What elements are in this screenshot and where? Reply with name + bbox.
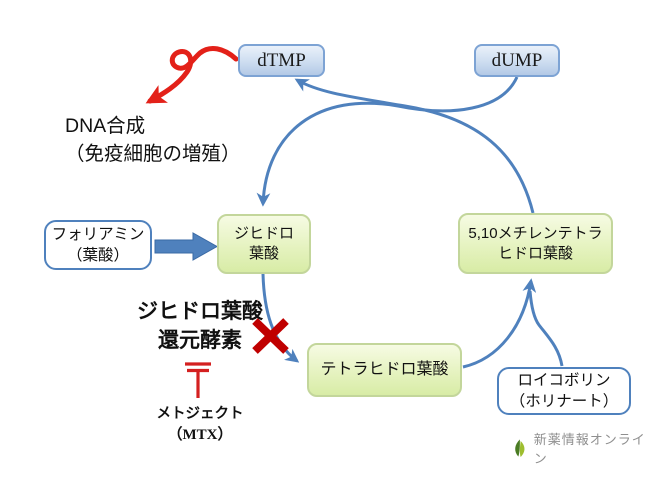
node-dtmp-label: dTMP bbox=[257, 49, 306, 71]
cycle-arrow-methylenethf-to-dtmp-icon bbox=[294, 78, 535, 214]
site-logo: 新薬情報オンライン bbox=[512, 429, 650, 467]
curly-arrow-dtmp-to-dna-icon bbox=[145, 45, 239, 104]
dhfr-enzyme-line2: 還元酵素 bbox=[158, 329, 242, 352]
inhibition-tbar-icon bbox=[185, 362, 211, 398]
node-tetrahydrofolate: テトラヒドロ葉酸 bbox=[307, 343, 462, 397]
mtx-drug-label: メトジェクト （MTX） bbox=[140, 404, 260, 446]
block-arrow-foliamin-to-dihydrofolate-icon bbox=[154, 232, 219, 261]
node-methylene-thf: 5,10メチレンテトラ ヒドロ葉酸 bbox=[458, 213, 613, 274]
node-dihydrofolate: ジヒドロ 葉酸 bbox=[217, 214, 311, 274]
node-foliamin: フォリアミン （葉酸） bbox=[44, 220, 152, 270]
node-dump-label: dUMP bbox=[491, 49, 543, 71]
dhfr-enzyme-line1: ジヒドロ葉酸 bbox=[137, 300, 263, 323]
node-dihydrofolate-line1: ジヒドロ bbox=[233, 225, 294, 242]
node-leucovorin-line1: ロイコボリン bbox=[517, 372, 611, 389]
red-x-block-icon bbox=[252, 318, 289, 354]
dna-synthesis-line1: DNA合成 bbox=[65, 115, 146, 137]
node-leucovorin-line2: （ホリナート） bbox=[509, 393, 619, 410]
node-foliamin-line2: （葉酸） bbox=[66, 247, 129, 264]
leaf-logo-icon bbox=[515, 439, 525, 458]
cycle-arrow-dihydrofolate-to-thf-icon bbox=[261, 273, 300, 363]
node-dihydrofolate-line2: 葉酸 bbox=[248, 245, 279, 262]
node-methylene-thf-line1: 5,10メチレンテトラ bbox=[468, 224, 603, 242]
node-foliamin-line1: フォリアミン bbox=[51, 226, 145, 243]
mtx-drug-line2: （MTX） bbox=[167, 427, 233, 443]
dna-synthesis-label: DNA合成 （免疫細胞の増殖） bbox=[65, 112, 241, 168]
site-logo-text: 新薬情報オンライン bbox=[533, 432, 646, 466]
node-methylene-thf-line2: ヒドロ葉酸 bbox=[497, 244, 573, 262]
cycle-arrow-dump-to-dihydrofolate-icon bbox=[256, 76, 519, 207]
mtx-drug-line1: メトジェクト bbox=[156, 406, 244, 422]
node-tetrahydrofolate-label: テトラヒドロ葉酸 bbox=[320, 361, 449, 378]
dhfr-enzyme-label: ジヒドロ葉酸 還元酵素 bbox=[120, 297, 280, 355]
dna-synthesis-line2: （免疫細胞の増殖） bbox=[65, 143, 241, 165]
node-leucovorin: ロイコボリン （ホリナート） bbox=[497, 367, 631, 415]
cycle-arrow-thf-to-methylenethf-icon bbox=[462, 278, 537, 369]
node-dump: dUMP bbox=[474, 44, 560, 77]
leucovorin-branch-arrow-icon bbox=[528, 290, 564, 367]
node-dtmp: dTMP bbox=[238, 44, 325, 77]
